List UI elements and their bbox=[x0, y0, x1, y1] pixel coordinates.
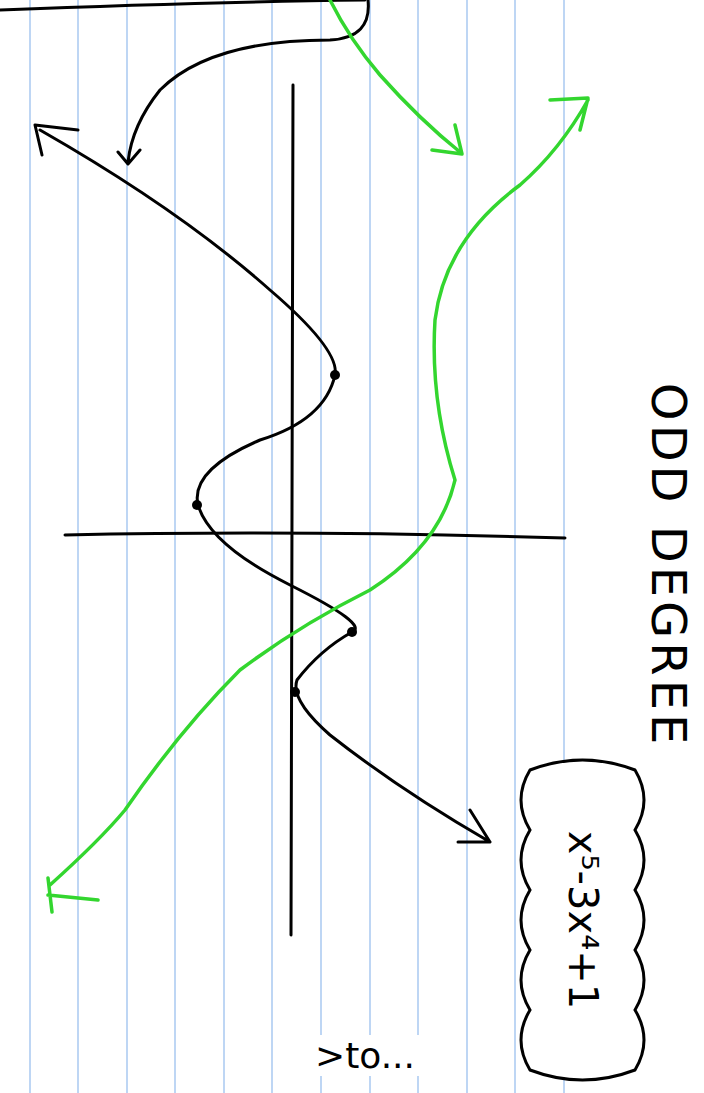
axis bbox=[65, 533, 565, 538]
sketch-curve bbox=[118, 0, 368, 164]
heading-note: ODD DEGREE bbox=[641, 378, 696, 751]
turning-point bbox=[347, 627, 357, 637]
formula-text: x⁵-3x⁴+1 bbox=[560, 827, 606, 1013]
turning-point bbox=[192, 500, 202, 510]
top-line bbox=[0, 0, 365, 10]
green-curve bbox=[48, 98, 588, 912]
note-text: >to... bbox=[311, 1035, 419, 1076]
axis bbox=[291, 85, 293, 935]
notebook-lines bbox=[30, 0, 564, 1093]
odd-degree-curve bbox=[35, 125, 490, 842]
green-curve bbox=[330, 0, 462, 154]
turning-point bbox=[290, 687, 300, 697]
thought-cloud: x⁵-3x⁴+1 bbox=[520, 760, 645, 1080]
turning-point bbox=[330, 370, 340, 380]
